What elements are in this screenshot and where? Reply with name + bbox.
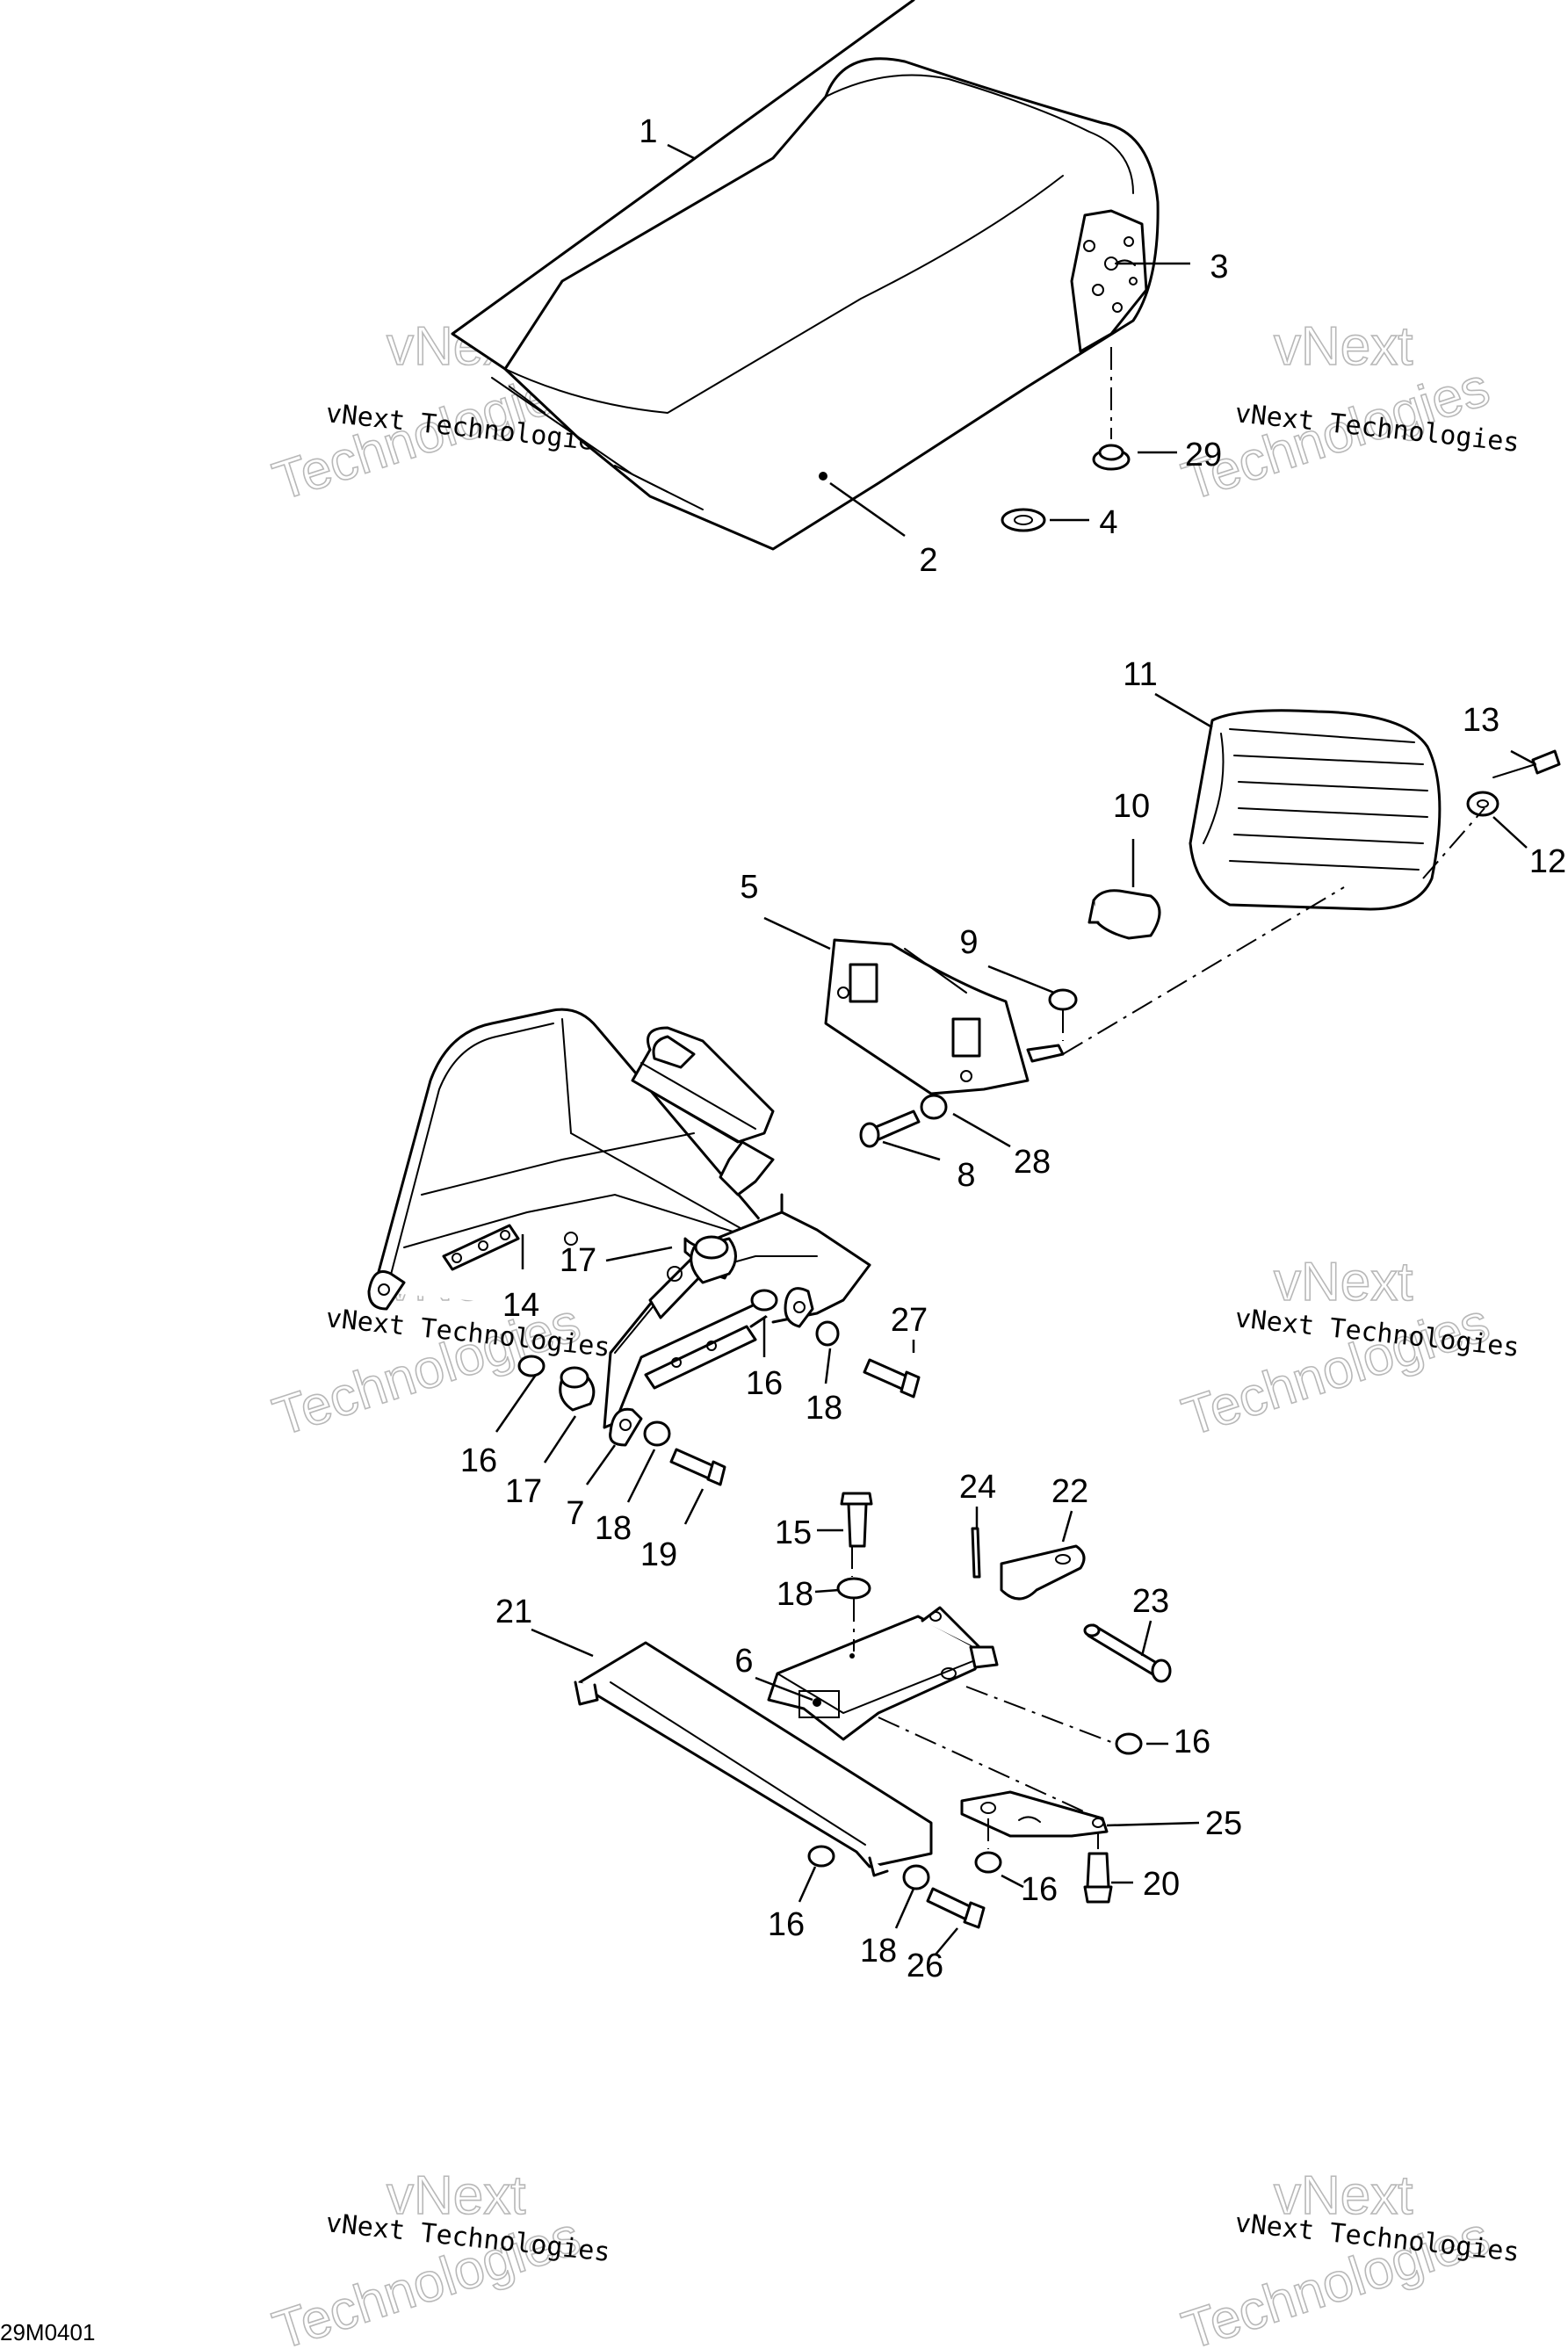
- watermark-bottom-right: vNext Technologies vNext Technologies: [1174, 2165, 1521, 2349]
- callout-17-upper: 17: [560, 1242, 596, 1279]
- bolt-27-part: [863, 1358, 921, 1399]
- clip-22-part: [1000, 1544, 1086, 1601]
- callout-7: 7: [566, 1495, 584, 1532]
- callout-20: 20: [1143, 1866, 1180, 1903]
- washer-12-part: [1466, 791, 1499, 817]
- callout-26: 26: [907, 1948, 943, 1984]
- callout-14: 14: [502, 1287, 539, 1324]
- taillight-lens-part: [1189, 709, 1442, 911]
- washer-18c-part: [836, 1577, 871, 1600]
- axis-line: [1062, 886, 1345, 1055]
- axis-line: [965, 1686, 1116, 1745]
- callouts: 1 2 3 4 29 11 13 10 12 5 9 28 8 14 17 16…: [460, 113, 1566, 1984]
- watermark-line1: vNext: [1274, 1252, 1413, 1312]
- plate-25-part: [960, 1790, 1109, 1838]
- bolt-26-part: [926, 1887, 986, 1929]
- callout-16-left: 16: [460, 1442, 497, 1479]
- watermark-top-right: vNext Technologies vNext Technologies: [1174, 315, 1521, 513]
- callout-2: 2: [919, 542, 937, 579]
- washer-18b-part: [815, 1320, 840, 1347]
- washer-18a-part: [643, 1420, 671, 1447]
- callout-11: 11: [1123, 656, 1157, 693]
- nut-16d-part: [974, 1851, 1002, 1874]
- axis-line: [878, 1717, 1090, 1815]
- nut-16b-part: [750, 1289, 778, 1312]
- callout-24: 24: [959, 1469, 996, 1506]
- washer-18d-part: [902, 1864, 930, 1890]
- callout-6: 6: [734, 1643, 753, 1680]
- callout-21: 21: [495, 1594, 532, 1630]
- callout-18-lower: 18: [777, 1576, 813, 1613]
- callout-17-lower: 17: [505, 1473, 542, 1510]
- callout-19: 19: [640, 1536, 677, 1573]
- leader-lines: [495, 143, 1536, 1955]
- bracket-6-part: [767, 1606, 999, 1741]
- callout-12: 12: [1529, 843, 1566, 880]
- nut-9-part: [1048, 988, 1078, 1011]
- nut-16a-part: [517, 1355, 546, 1377]
- callout-23: 23: [1132, 1583, 1169, 1620]
- callout-25: 25: [1205, 1805, 1242, 1842]
- callout-22: 22: [1051, 1473, 1088, 1510]
- callout-16-right: 16: [1174, 1724, 1210, 1760]
- bulb-10-part: [1087, 889, 1161, 940]
- bolt-19-part: [669, 1448, 726, 1486]
- nut-16c-part: [1115, 1732, 1143, 1755]
- taillight-housing-part: [824, 938, 1065, 1095]
- drawing-code: 29M0401: [0, 2319, 95, 2345]
- callout-18-mid: 18: [806, 1390, 842, 1427]
- watermark-mid-right: vNext Technologies vNext Technologies: [1174, 1251, 1521, 1449]
- seat-part: [451, 0, 1160, 551]
- callout-8: 8: [957, 1157, 975, 1194]
- pin-24-part: [971, 1527, 981, 1579]
- screw-8-part: [859, 1109, 921, 1148]
- plate-21-part: [574, 1641, 933, 1877]
- nut-29-part: [1092, 444, 1131, 471]
- spacer-17-part: [690, 1235, 737, 1284]
- watermark-line1: vNext: [1274, 316, 1413, 377]
- watermark-line1: vNext: [387, 2165, 525, 2226]
- callout-9: 9: [959, 924, 978, 961]
- pin-23-part: [1083, 1623, 1172, 1683]
- callout-15: 15: [775, 1514, 812, 1551]
- callout-4: 4: [1099, 504, 1117, 541]
- spacer-17b-part: [559, 1366, 596, 1412]
- washer-4-part: [1001, 508, 1046, 532]
- callout-18-left: 18: [595, 1510, 632, 1547]
- bolt-20-part: [1083, 1852, 1113, 1904]
- callout-18-bottom: 18: [860, 1933, 897, 1970]
- callout-16-mid: 16: [746, 1365, 783, 1402]
- callout-1: 1: [639, 113, 657, 150]
- watermark-line1: vNext: [1274, 2165, 1413, 2226]
- callout-3: 3: [1210, 249, 1228, 285]
- callout-10: 10: [1113, 788, 1150, 825]
- callout-16-lower-right: 16: [1021, 1871, 1058, 1908]
- bolt-15-part: [840, 1492, 873, 1548]
- watermark-bottom-left: vNext Technologies vNext Technologies: [265, 2165, 611, 2349]
- callout-13: 13: [1463, 702, 1499, 739]
- axis-line: [1422, 807, 1485, 879]
- callout-16-bottom: 16: [768, 1906, 805, 1943]
- callout-27: 27: [891, 1302, 928, 1339]
- callout-28: 28: [1014, 1144, 1051, 1181]
- nut-16e-part: [807, 1845, 835, 1868]
- washer-28-part: [920, 1094, 948, 1120]
- callout-29: 29: [1185, 437, 1222, 473]
- screw-13-part: [1492, 749, 1561, 778]
- callout-5: 5: [740, 869, 758, 906]
